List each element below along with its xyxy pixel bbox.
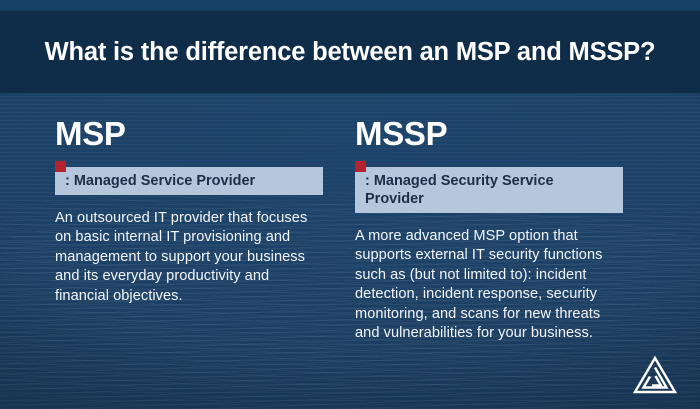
- column-mssp: MSSP : Managed Security Service Provider…: [355, 93, 623, 343]
- header-top-edge: [0, 0, 700, 11]
- red-square-marker-icon: [55, 161, 66, 172]
- column-msp: MSP : Managed Service Provider An outsou…: [55, 93, 323, 306]
- red-square-marker-icon: [355, 161, 366, 172]
- term-heading-mssp: MSSP: [355, 115, 448, 152]
- page-title: What is the difference between an MSP an…: [44, 37, 656, 66]
- background-wave-lower: [0, 189, 700, 389]
- expansion-label-msp: : Managed Service Provider: [55, 167, 323, 195]
- expansion-wrapper-mssp: : Managed Security Service Provider: [355, 161, 623, 213]
- expansion-label-mssp: : Managed Security Service Provider: [355, 167, 623, 213]
- expansion-wrapper-msp: : Managed Service Provider: [55, 161, 323, 195]
- description-msp: An outsourced IT provider that focuses o…: [55, 210, 308, 304]
- description-mssp: A more advanced MSP option that supports…: [355, 228, 603, 342]
- brand-logo: [632, 355, 678, 395]
- background-wave-upper: [0, 203, 700, 409]
- header-band: What is the difference between an MSP an…: [0, 11, 700, 93]
- comparison-columns: MSP : Managed Service Provider An outsou…: [0, 93, 700, 409]
- recursive-triangle-icon: [632, 355, 678, 394]
- term-heading-msp: MSP: [55, 115, 126, 152]
